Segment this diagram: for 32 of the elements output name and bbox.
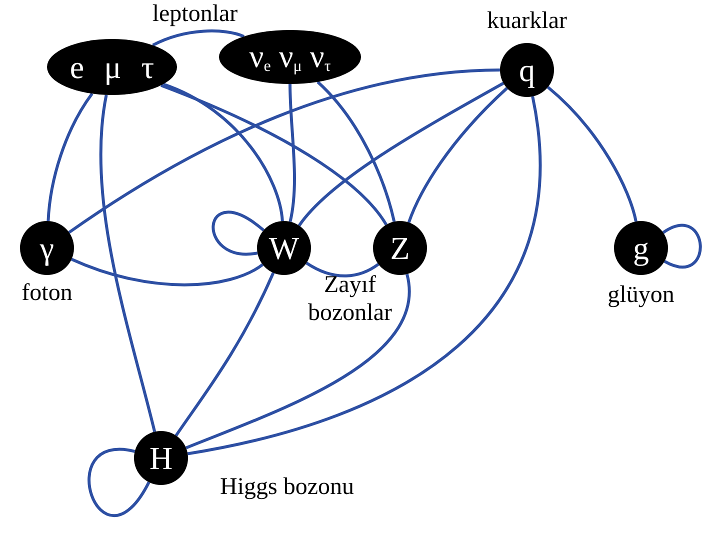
interaction-line	[160, 84, 388, 226]
interaction-line	[546, 86, 638, 222]
particle-circle: Z	[373, 221, 427, 275]
particle-caption: kuarklar	[487, 8, 567, 36]
interaction-line	[88, 448, 150, 517]
particle-caption: foton	[22, 280, 72, 308]
group-label: Zayıf bozonlar	[307, 272, 393, 328]
interaction-line	[152, 29, 244, 47]
particle-caption: Higgs bozonu	[220, 474, 354, 502]
interaction-line	[407, 87, 508, 223]
particle-circle: γ	[20, 221, 74, 275]
interaction-line	[212, 210, 265, 256]
particle-ellipse: ν$_{e}$ ν$_{μ}$ ν$_{τ}$	[219, 30, 361, 84]
interaction-line	[162, 82, 284, 222]
particle-ellipse: e μ τ	[47, 39, 177, 95]
interaction-line	[298, 82, 504, 227]
particle-circle: q	[500, 43, 554, 97]
interaction-line	[185, 274, 411, 450]
particle-caption: glüyon	[608, 282, 674, 310]
particle-circle: g	[614, 221, 668, 275]
particle-circle: H	[134, 431, 188, 485]
group-label: leptonlar	[151, 1, 239, 29]
interaction-line	[99, 94, 156, 432]
particle-circle: W	[257, 221, 311, 275]
interaction-line	[187, 96, 542, 456]
interaction-line	[174, 272, 275, 436]
interaction-line	[316, 80, 396, 222]
interaction-line	[662, 224, 702, 268]
interaction-line	[46, 92, 94, 222]
interaction-line	[288, 84, 296, 222]
interaction-line	[71, 258, 264, 286]
interaction-line	[306, 262, 380, 278]
